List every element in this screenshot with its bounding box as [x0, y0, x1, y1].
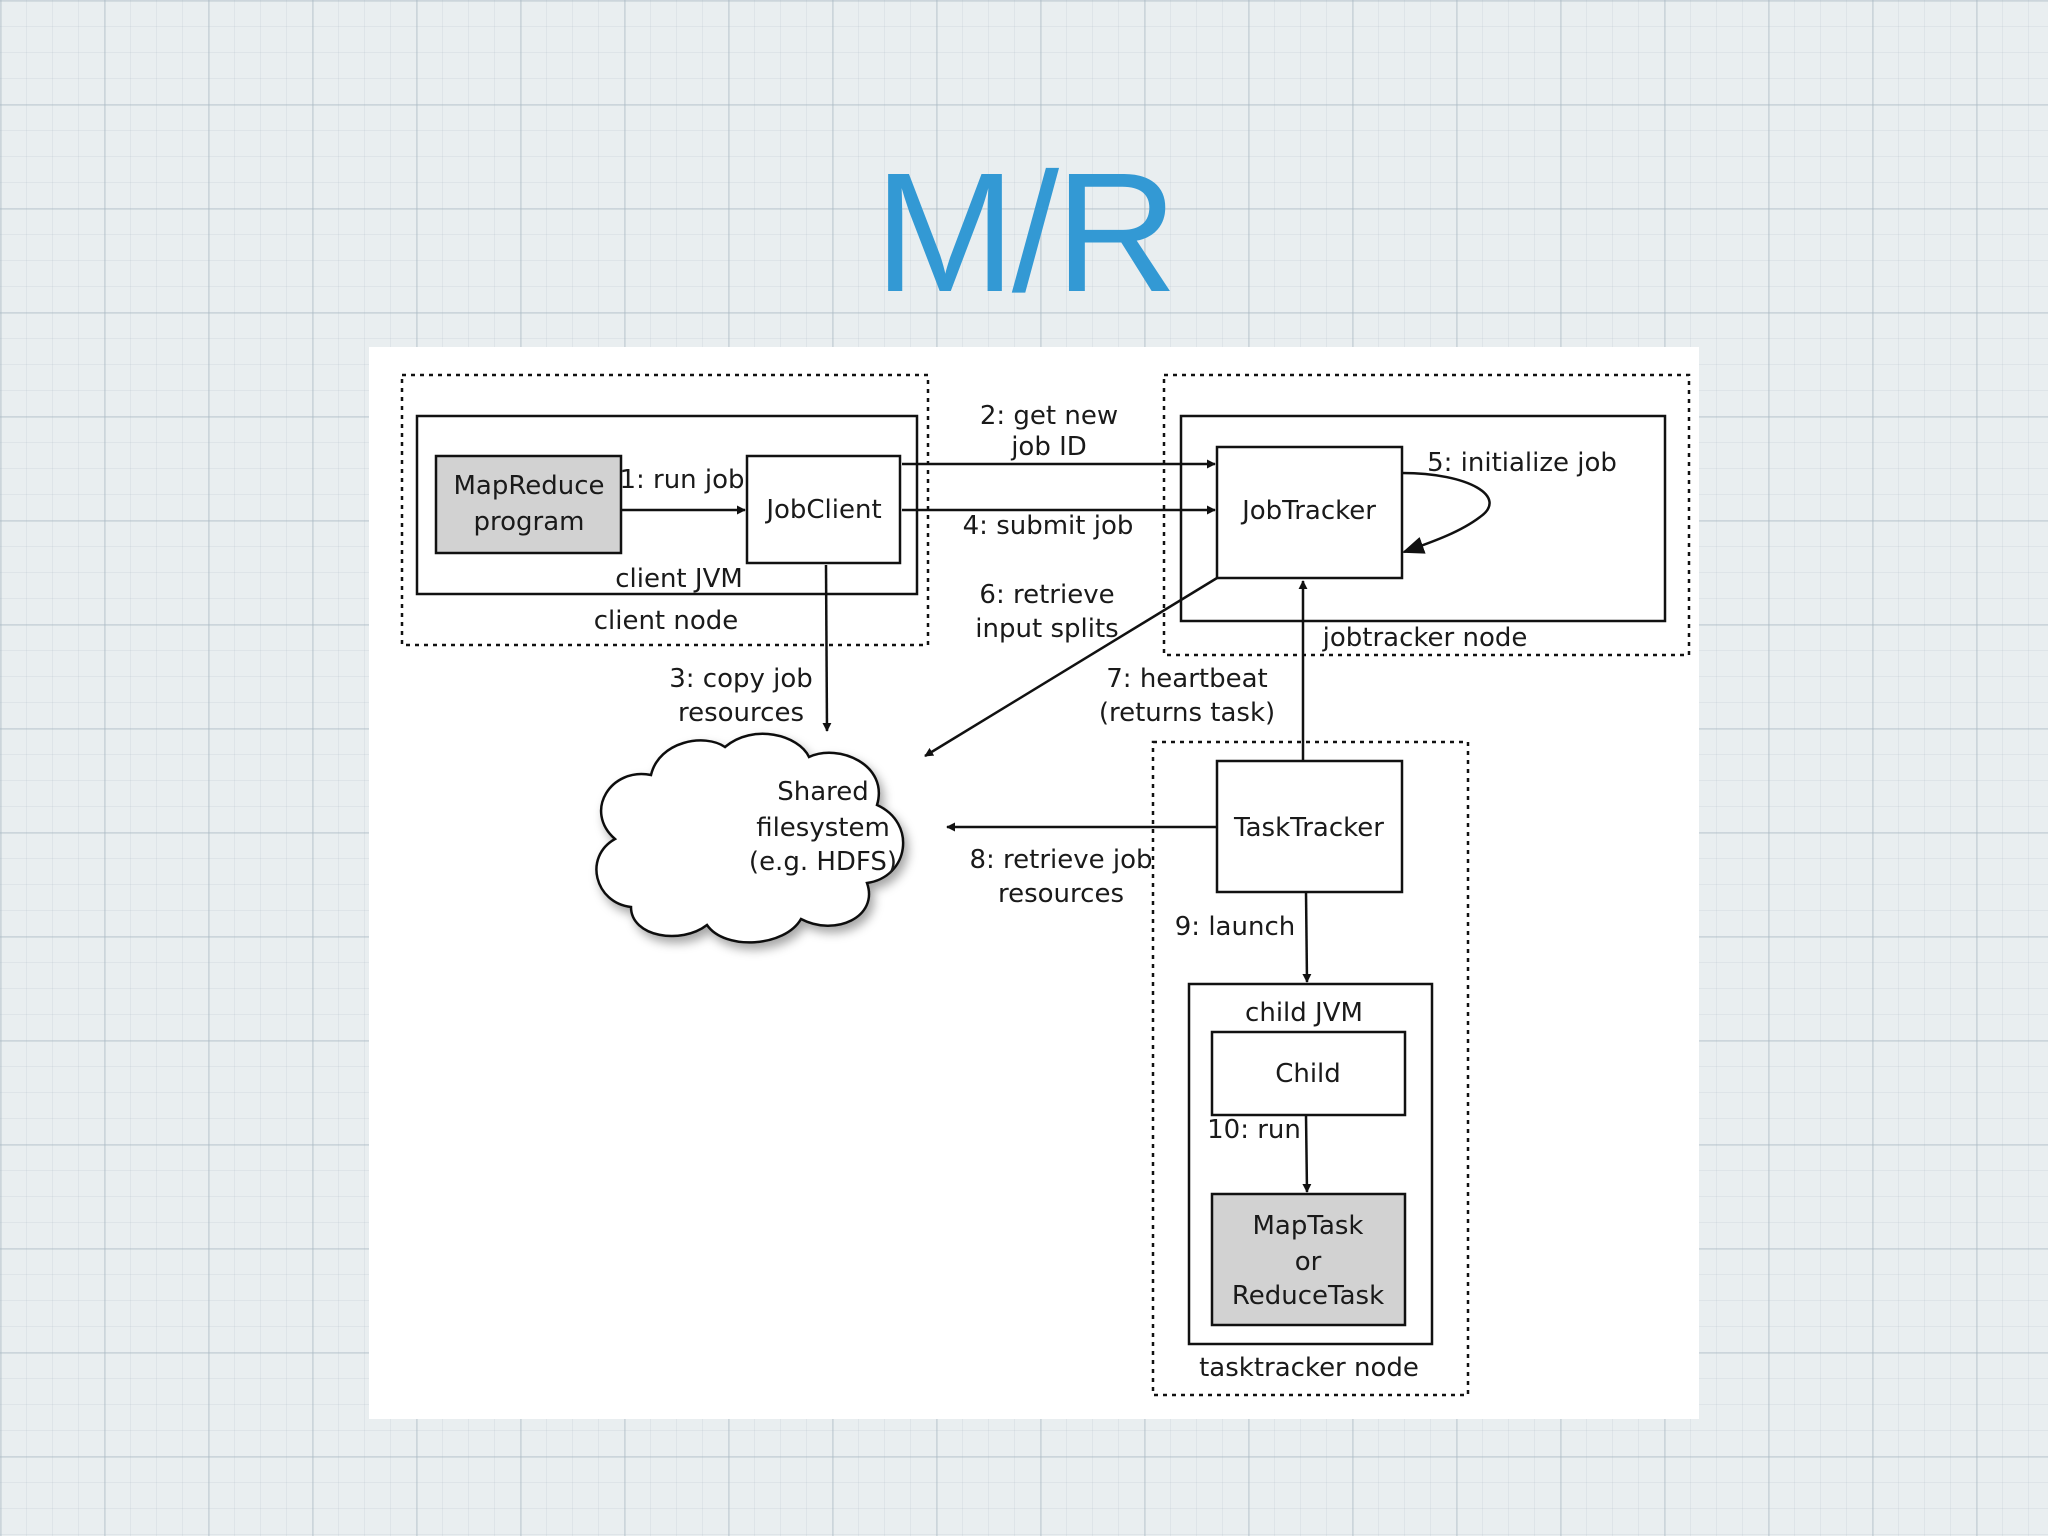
child-label: Child [1275, 1059, 1341, 1089]
task-label-line1: MapTask [1253, 1211, 1364, 1241]
client-node-label: client node [594, 606, 739, 636]
mapreduce-program-label-line2: program [474, 507, 585, 537]
edge-label-retrieve-job-line2: resources [998, 879, 1124, 909]
tasktracker-label: TaskTracker [1233, 813, 1384, 843]
edge-label-retrieve-splits-line1: 6: retrieve [979, 580, 1114, 610]
jobtracker-node-boundary [1162, 373, 1691, 657]
edge-label-retrieve-splits-line2: input splits [975, 614, 1118, 644]
arrow-run [1302, 1114, 1312, 1193]
shared-fs-label-line1: Shared [777, 777, 869, 807]
shared-fs-label-line2: filesystem [756, 813, 890, 843]
edge-label-get-new-line1: 2: get new [980, 401, 1118, 431]
diagram-canvas: MapReduce program JobClient client JVM c… [400, 373, 1691, 1397]
slide-title: M/R [874, 138, 1178, 328]
edge-label-run-job: 1: run job [619, 465, 744, 495]
jobtracker-box [1215, 445, 1404, 580]
edge-label-get-new-line2: job ID [1010, 432, 1087, 462]
edge-label-heartbeat-line2: (returns task) [1099, 698, 1275, 728]
mapreduce-diagram: MapReduce program JobClient client JVM c… [369, 347, 1699, 1419]
task-box [1210, 1192, 1407, 1327]
child-box [1210, 1030, 1407, 1117]
edge-label-submit-job: 4: submit job [963, 511, 1134, 541]
mapreduce-program-label-line1: MapReduce [453, 471, 604, 501]
mapreduce-program-box [434, 454, 623, 555]
edge-label-launch: 9: launch [1175, 912, 1295, 942]
tasktracker-box [1215, 759, 1404, 894]
tasktracker-node-boundary [1151, 740, 1470, 1397]
jobclient-box [745, 454, 902, 565]
edge-label-copy-job-line1: 3: copy job [669, 664, 813, 694]
client-jvm-label: client JVM [615, 564, 743, 594]
arrow-copy-job-resources [822, 564, 832, 732]
task-label-line3: ReduceTask [1232, 1281, 1384, 1311]
edge-label-initialize-job: 5: initialize job [1427, 448, 1617, 478]
shared-filesystem-cloud [595, 732, 905, 944]
jobclient-label: JobClient [764, 495, 881, 525]
arrow-launch [1302, 891, 1312, 983]
task-label-line2: or [1295, 1247, 1322, 1277]
shared-fs-label-line3: (e.g. HDFS) [749, 847, 897, 877]
edge-label-heartbeat-line1: 7: heartbeat [1106, 664, 1267, 694]
tasktracker-node-label: tasktracker node [1199, 1353, 1419, 1383]
jobtracker-label: JobTracker [1240, 496, 1376, 526]
jobtracker-node-label: jobtracker node [1322, 623, 1528, 653]
edge-label-copy-job-line2: resources [678, 698, 804, 728]
edge-label-run: 10: run [1207, 1115, 1301, 1145]
arrow-retrieve-input-splits [924, 576, 1218, 758]
arrow-initialize-job [1401, 471, 1491, 554]
child-jvm-label: child JVM [1245, 998, 1363, 1028]
edge-label-retrieve-job-line1: 8: retrieve job [969, 845, 1152, 875]
